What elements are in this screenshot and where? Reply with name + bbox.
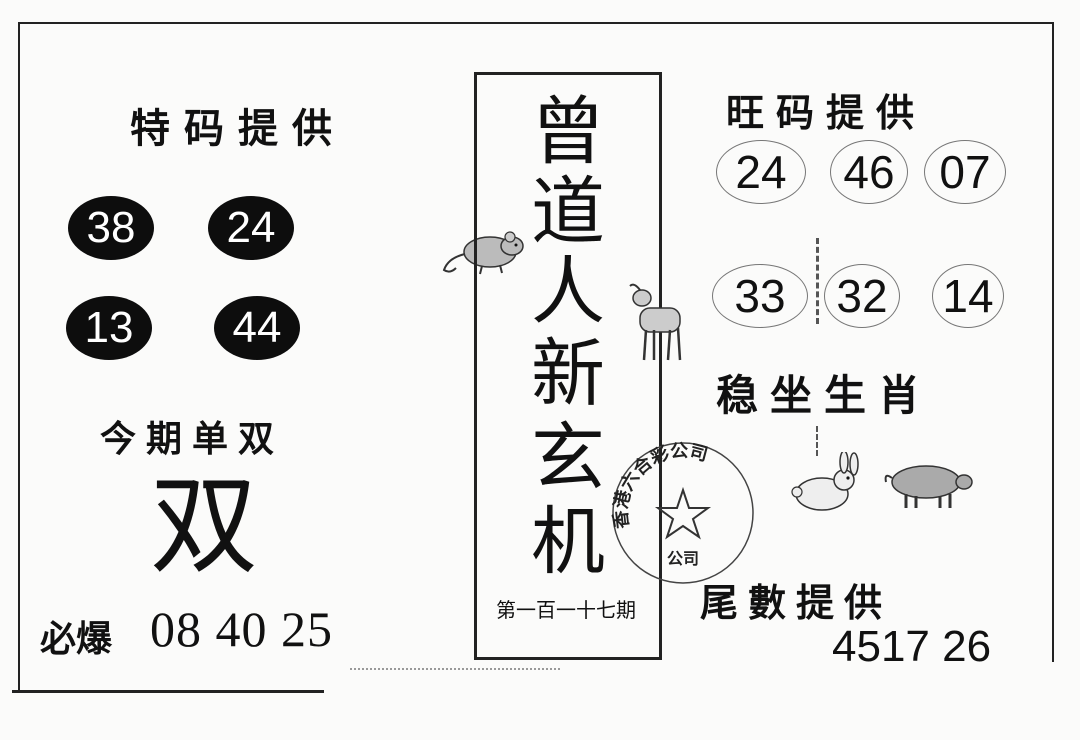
frame-right-border — [1052, 22, 1054, 662]
hot-number-ring: 33 — [712, 264, 808, 328]
scan-mark — [350, 668, 560, 670]
star-icon — [654, 486, 712, 540]
hot-number-ring: 14 — [932, 264, 1004, 328]
tail-number-heading: 尾數提供 — [700, 580, 893, 625]
title-char: 曾 — [531, 89, 605, 175]
hot-number-heading: 旺码提供 — [726, 90, 927, 135]
special-number-ball: 13 — [66, 296, 152, 360]
pig-icon — [880, 458, 974, 514]
odd-even-value: 双 — [150, 468, 259, 587]
frame-top-border — [18, 22, 1054, 24]
rabbit-icon — [788, 450, 864, 520]
dashed-divider — [816, 238, 819, 324]
title-char: 新 — [531, 331, 605, 417]
must-win-label: 必爆 — [40, 618, 113, 660]
odd-even-heading: 今期单双 — [100, 418, 285, 460]
goat-icon — [628, 280, 686, 370]
frame-left-border — [18, 22, 20, 690]
title-char: 道 — [531, 169, 605, 255]
tail-numbers: 4517 26 — [832, 622, 992, 671]
title-char: 玄 — [531, 415, 605, 501]
company-stamp: 香港六合彩公司 公司 — [608, 438, 758, 588]
issue-number: 第一百一十七期 — [496, 598, 636, 622]
hot-number-ring: 24 — [716, 140, 806, 204]
stamp-inner-text: 公司 — [667, 549, 699, 568]
special-number-ball: 44 — [214, 296, 300, 360]
special-number-heading: 特码提供 — [130, 105, 346, 152]
frame-bottom-border — [12, 690, 324, 693]
hot-number-ring: 46 — [830, 140, 908, 204]
hot-number-ring: 07 — [924, 140, 1006, 204]
title-char: 机 — [531, 499, 605, 585]
dashed-divider — [816, 426, 818, 456]
hot-number-ring: 32 — [824, 264, 900, 328]
rat-icon — [440, 222, 526, 282]
title-box: 曾 道 人 新 玄 机 — [474, 72, 662, 660]
title-char: 人 — [531, 249, 605, 335]
special-number-ball: 24 — [208, 196, 294, 260]
must-win-numbers: 08 40 25 — [150, 601, 333, 657]
zodiac-heading: 稳坐生肖 — [716, 371, 933, 420]
special-number-ball: 38 — [68, 196, 154, 260]
